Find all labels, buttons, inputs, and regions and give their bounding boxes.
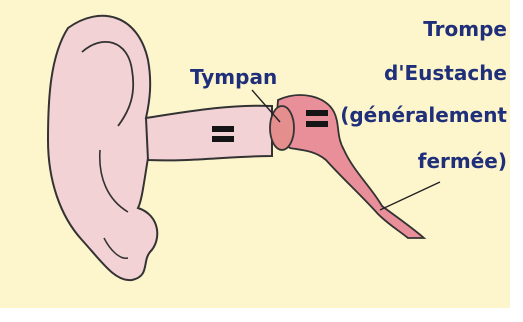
bottom-margin (0, 308, 523, 322)
eardrum (270, 106, 294, 150)
tympan-label: Tympan (190, 65, 277, 89)
trompe-label-line1: Trompe (423, 17, 507, 41)
right-margin (510, 0, 523, 322)
trompe-label-line3: (généralement (340, 103, 507, 127)
trompe-label-line2: d'Eustache (384, 61, 507, 85)
trompe-label-line4: fermée) (418, 149, 507, 173)
